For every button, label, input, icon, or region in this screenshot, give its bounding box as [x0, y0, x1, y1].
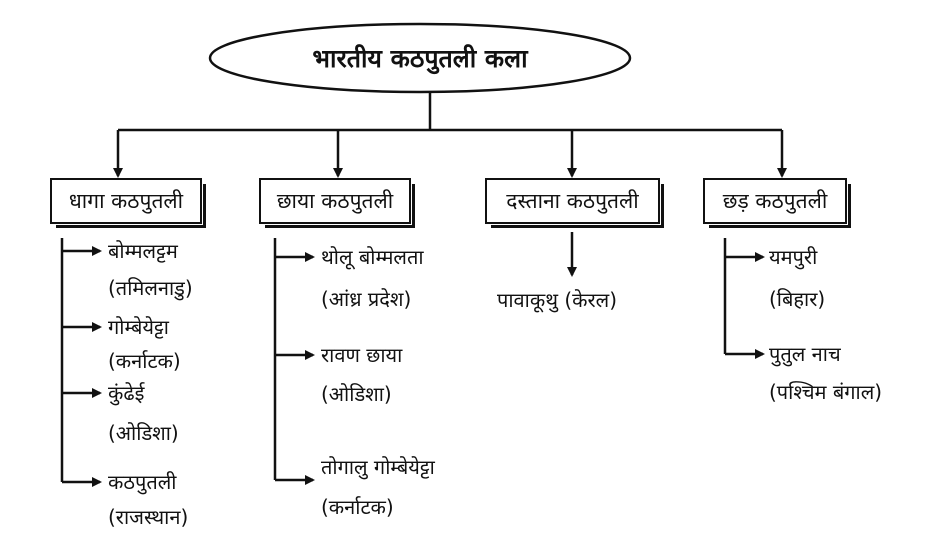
item-region: (बिहार) [769, 287, 826, 311]
item-name: रावण छाया [321, 343, 403, 367]
item-region: (कर्नाटक) [321, 495, 394, 519]
item-name: यमपुरी [769, 245, 818, 269]
item-name: कठपुतली [108, 470, 177, 494]
item-region: (ओडिशा) [321, 382, 392, 406]
root-ellipse [208, 22, 632, 94]
item-region: (राजस्थान) [108, 505, 189, 529]
item-name: बोम्मलट्टम [108, 239, 178, 263]
category-glove-puppet: दस्ताना कठपुतली [485, 178, 664, 228]
category-thread-puppet: धागा कठपुतली [50, 178, 206, 228]
item-name-region: पावाकूथु (केरल) [497, 282, 617, 318]
item-region: (तमिलनाडु) [108, 276, 193, 300]
item-name: गोम्बेयेट्टा [108, 315, 169, 339]
item-region: (ओडिशा) [108, 421, 179, 445]
category-rod-puppet: छड़ कठपुतली [703, 178, 851, 228]
item-name: कुंढेई [108, 381, 145, 405]
item-region: (कर्नाटक) [108, 349, 181, 373]
root-title: भारतीय कठपुतली कला [312, 44, 528, 73]
item-name: तोगालु गोम्बेयेट्टा [321, 455, 435, 479]
item-region: (पश्चिम बंगाल) [769, 380, 883, 404]
item-region: (आंध्र प्रदेश) [321, 287, 412, 311]
item-name: पुतुल नाच [769, 342, 841, 366]
category-shadow-puppet: छाया कठपुतली [259, 178, 415, 228]
item-name: थोलू बोम्मलता [321, 245, 424, 269]
item-region: (केरल) [564, 288, 618, 312]
item-name: पावाकूथु [497, 288, 558, 312]
